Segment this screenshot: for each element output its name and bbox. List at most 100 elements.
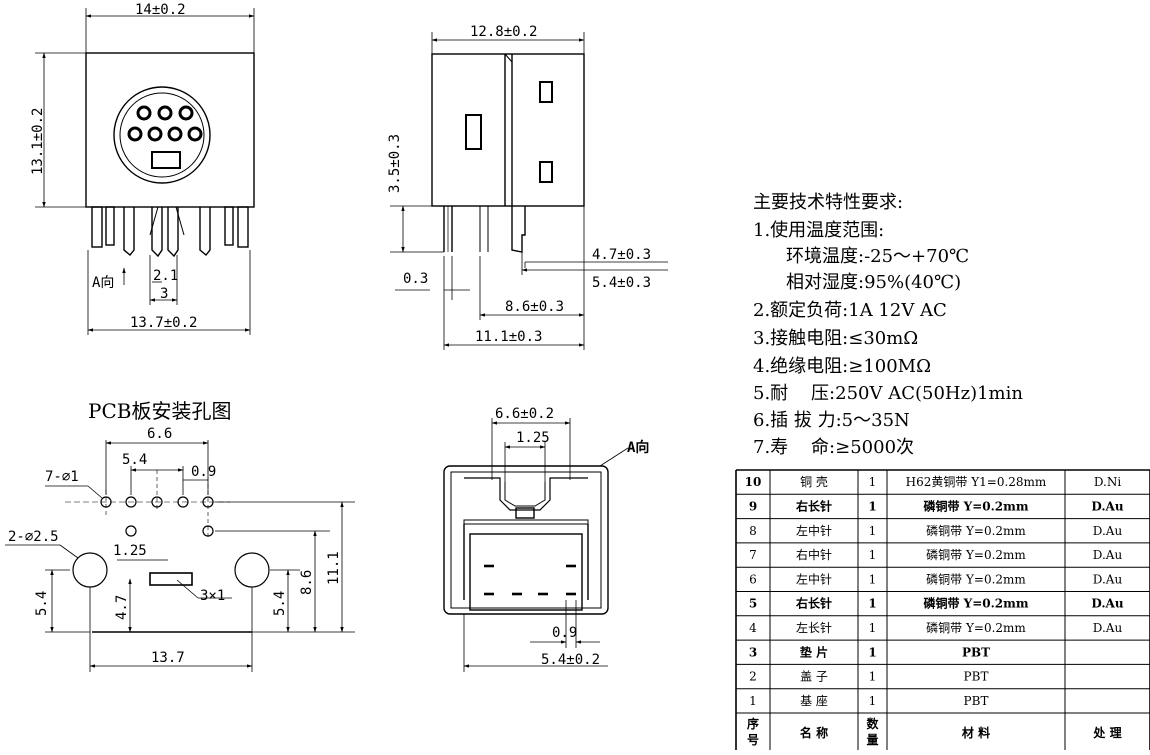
pcb-hole-large: 2-⌀2.5 bbox=[8, 529, 59, 545]
bom-header-name: 名 称 bbox=[800, 725, 828, 740]
bom-row-material: 磷铜带 Y=0.2mm bbox=[926, 571, 1026, 586]
side-dim-b: 5.4±0.3 bbox=[592, 275, 651, 291]
bom-row-material: 磷铜带 Y=0.2mm bbox=[923, 498, 1028, 513]
bom-row-material: PBT bbox=[962, 645, 990, 659]
pcb-dim-5-4-right: 5.4 bbox=[272, 591, 288, 616]
bom-row-qty: 1 bbox=[868, 597, 876, 611]
front-pin-span: 3 bbox=[160, 286, 168, 302]
bom-row-material: H62黄铜带 Y1=0.28mm bbox=[906, 474, 1047, 489]
bom-header-no-2: 号 bbox=[747, 732, 759, 747]
bottom-direction-label: A向 bbox=[627, 439, 649, 456]
bom-row-no: 2 bbox=[749, 670, 757, 684]
bottom-dim-0-9: 0.9 bbox=[552, 625, 577, 641]
bottom-view bbox=[443, 418, 629, 672]
bom-row-material: PBT bbox=[964, 694, 989, 708]
pcb-dim-1-25: 1.25 bbox=[113, 543, 147, 559]
bom-row-name: 右长针 bbox=[795, 498, 832, 513]
bottom-dim-bottom: 5.4±0.2 bbox=[541, 652, 600, 668]
bom-row-treatment: D.Au bbox=[1091, 499, 1123, 513]
bom-row-qty: 1 bbox=[869, 694, 877, 708]
bom-row-treatment: D.Au bbox=[1093, 524, 1123, 538]
bom-header-treatment: 处 理 bbox=[1092, 725, 1121, 740]
spec-line-4: 4.绝缘电阻:≥100MΩ bbox=[753, 356, 931, 377]
front-width-top: 14±0.2 bbox=[135, 2, 186, 18]
spec-line-1a: 环境温度:-25～+70℃ bbox=[786, 246, 969, 267]
spec-line-1: 1.使用温度范围: bbox=[753, 220, 884, 241]
bom-row-qty: 1 bbox=[869, 670, 877, 684]
side-dim-c: 8.6±0.3 bbox=[505, 299, 564, 315]
spec-line-5: 5.耐 压:250V AC(50Hz)1min bbox=[753, 383, 1023, 404]
bom-row-qty: 1 bbox=[869, 524, 877, 538]
bom-row-qty: 1 bbox=[868, 645, 876, 659]
bom-row-material: 磷铜带 Y=0.2mm bbox=[923, 596, 1028, 611]
bom-row-name: 垫 片 bbox=[800, 644, 828, 659]
bom-header-qty-2: 量 bbox=[866, 733, 878, 747]
spec-line-7: 7.寿 命:≥5000次 bbox=[753, 437, 914, 458]
spec-line-2: 2.额定负荷:1A 12V AC bbox=[753, 300, 947, 321]
bom-row-name: 右长针 bbox=[795, 596, 832, 611]
bom-row-material: PBT bbox=[964, 670, 989, 684]
side-height: 3.5±0.3 bbox=[387, 134, 403, 193]
bom-row-name: 左长针 bbox=[796, 620, 832, 635]
bom-row-name: 盖 子 bbox=[800, 670, 828, 684]
bom-row-treatment: D.Au bbox=[1091, 597, 1123, 611]
pcb-hole-small: 7-⌀1 bbox=[45, 469, 79, 485]
front-pin-pitch: 2.1 bbox=[153, 268, 178, 284]
bom-row-treatment: D.Ni bbox=[1094, 475, 1122, 489]
pcb-dim-13-7: 13.7 bbox=[151, 650, 185, 666]
bom-row-qty: 1 bbox=[869, 621, 877, 635]
spec-line-3: 3.接触电阻:≤30mΩ bbox=[753, 328, 918, 349]
bom-row-no: 10 bbox=[745, 475, 762, 489]
pcb-dim-11-1: 11.1 bbox=[326, 551, 342, 585]
front-view bbox=[35, 8, 255, 335]
side-dim-a: 4.7±0.3 bbox=[592, 247, 651, 263]
bom-header-qty-1: 数 bbox=[866, 716, 879, 731]
spec-line-1b: 相对湿度:95%(40℃) bbox=[786, 272, 961, 293]
side-dim-d: 11.1±0.3 bbox=[475, 329, 542, 345]
bom-row-qty: 1 bbox=[869, 548, 877, 562]
pcb-dim-5-4: 5.4 bbox=[122, 452, 147, 468]
bom-row-no: 6 bbox=[749, 572, 757, 586]
bom-row-name: 基 座 bbox=[800, 693, 828, 708]
bom-row-material: 磷铜带 Y=0.2mm bbox=[926, 523, 1026, 538]
spec-title: 主要技术特性要求: bbox=[753, 192, 903, 213]
pcb-dim-6-6: 6.6 bbox=[147, 426, 172, 442]
bom-row-treatment: D.Au bbox=[1093, 621, 1123, 635]
bom-row-material: 磷铜带 Y=0.2mm bbox=[926, 620, 1026, 635]
pcb-dim-4-7: 4.7 bbox=[114, 595, 130, 620]
side-view bbox=[390, 32, 668, 350]
bom-row-qty: 1 bbox=[869, 475, 877, 489]
bom-row-material: 磷铜带 Y=0.2mm bbox=[926, 547, 1026, 562]
bom-row-no: 9 bbox=[749, 499, 757, 513]
pcb-dim-0-9: 0.9 bbox=[191, 464, 216, 480]
pcb-title: PCB板安装孔图 bbox=[88, 399, 231, 423]
bom-row-no: 7 bbox=[749, 548, 757, 562]
bom-row-qty: 1 bbox=[869, 572, 877, 586]
bottom-dim-inner: 1.25 bbox=[516, 430, 550, 446]
specifications: 主要技术特性要求: 1.使用温度范围: 环境温度:-25～+70℃ 相对湿度:9… bbox=[753, 192, 1023, 458]
pcb-slot: 3×1 bbox=[200, 588, 225, 604]
bom-row-treatment: D.Au bbox=[1093, 548, 1123, 562]
bom-row-no: 1 bbox=[749, 694, 757, 708]
bom-row-no: 8 bbox=[749, 524, 757, 538]
pcb-layout bbox=[5, 440, 355, 672]
bom-row-no: 5 bbox=[749, 597, 757, 611]
bom-header-no-1: 序 bbox=[747, 716, 759, 731]
bom-row-no: 4 bbox=[749, 621, 757, 635]
bom-header-material: 材 料 bbox=[961, 725, 990, 740]
front-height: 13.1±0.2 bbox=[30, 108, 46, 175]
bom-row-qty: 1 bbox=[868, 499, 876, 513]
bom-row-treatment: D.Au bbox=[1093, 572, 1123, 586]
pcb-dim-8-6: 8.6 bbox=[299, 570, 315, 595]
bom-row-name: 左中针 bbox=[796, 523, 832, 538]
side-width-top: 12.8±0.2 bbox=[470, 24, 537, 40]
spec-line-6: 6.插 拔 力:5～35N bbox=[753, 410, 910, 431]
bom-row-no: 3 bbox=[749, 645, 757, 659]
front-width-bottom: 13.7±0.2 bbox=[130, 315, 197, 331]
bottom-dim-top: 6.6±0.2 bbox=[495, 406, 554, 422]
pcb-dim-5-4-left: 5.4 bbox=[34, 591, 50, 616]
side-pin-width: 0.3 bbox=[403, 271, 428, 287]
